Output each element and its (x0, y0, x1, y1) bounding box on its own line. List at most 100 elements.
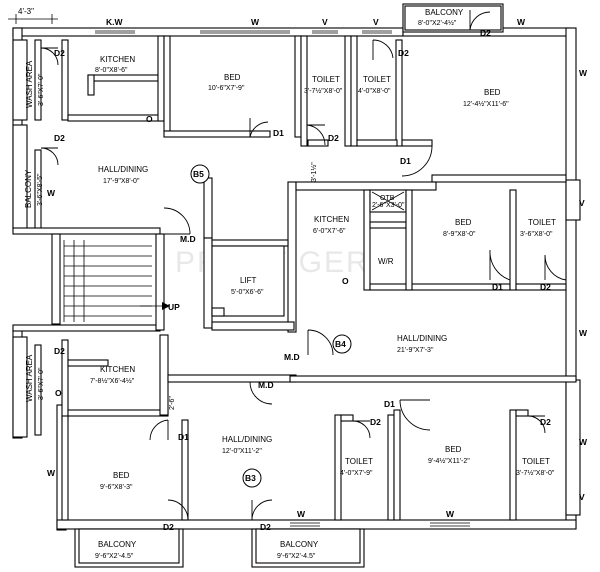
opening-o: O (55, 388, 62, 398)
flat-marker-b3: B3 (245, 473, 256, 483)
hall-b4-dim: 21'-9"X7'-3" (397, 347, 434, 354)
balcony-b3a-dim: 9'-6"X2'-4.5" (95, 553, 134, 560)
wash-b5-name: WASH AREA (25, 60, 34, 108)
kitchen-b4-dim: 6'-0"X7'-6" (313, 228, 346, 235)
door-d2: D2 (370, 417, 381, 427)
toilet-b5-dim: 3'-7½"X8'-0" (304, 87, 343, 95)
toilet-b3b-name: TOILET (522, 457, 550, 466)
bed-b3b-name: BED (445, 445, 462, 454)
main-door: M.D (258, 380, 274, 390)
toilet-b4b-dim: 3'-6"X8'-0" (520, 231, 553, 238)
wash-b5-dim: 3'-6"X7'-0" (38, 73, 45, 106)
balcony-b3a-name: BALCONY (98, 540, 137, 549)
lift-dim: 5'-0"X6'-6" (231, 289, 264, 296)
kitchen-b3-dim: 7'-8½"X6'-4½" (90, 377, 135, 385)
hall-b5-dim: 17'-9"X8'-0" (103, 178, 140, 185)
balcony-b3b-name: BALCONY (280, 540, 319, 549)
lift-name: LIFT (240, 276, 257, 285)
door-d2: D2 (54, 346, 65, 356)
window-mark: W (47, 188, 56, 198)
balcony-b3b-dim: 9'-6"X2'-4.5" (277, 553, 316, 560)
door-d1: D1 (178, 432, 189, 442)
flat-markers: B5 B4 B3 (190, 164, 352, 488)
balcony-top (402, 3, 504, 33)
window-mark: W (47, 468, 56, 478)
corridor-dim-lower: 2'-6" (169, 396, 176, 410)
flat-marker-b4: B4 (335, 339, 346, 349)
door-d2: D2 (540, 282, 551, 292)
ventilator-mark: V (579, 198, 585, 208)
svg-text:4'-3": 4'-3" (18, 7, 34, 16)
window-mark: W (579, 68, 588, 78)
window-mark: W (579, 328, 588, 338)
door-d2: D2 (398, 48, 409, 58)
hall-b4-name: HALL/DINING (397, 334, 447, 343)
bed-b4-master-dim: 12'-4½"X11'-6" (463, 100, 509, 108)
door-d2: D2 (540, 417, 551, 427)
window-mark: W (297, 509, 306, 519)
kitchen-b5-dim: 8'-0"X8'-6" (95, 67, 128, 74)
bed-b5-name: BED (224, 73, 241, 82)
lift (211, 245, 285, 317)
wash-area-b5-wall (12, 39, 28, 121)
ventilator-mark: V (579, 492, 585, 502)
hall-b3-dim: 12'-0"X11'-2" (222, 448, 262, 455)
corridor-dim-upper: 3'-1½" (310, 162, 318, 182)
toilet-b4a-dim: 4'-0"X8'-0" (358, 88, 391, 95)
window-mark: W (446, 509, 455, 519)
toilet-b3a-dim: 4'-0"X7'-9" (340, 470, 373, 477)
window-mark: W (517, 17, 526, 27)
balcony-top-dim: 8'-0"X2'-4½" (418, 19, 457, 27)
opening-markers: K.W W V V W W V W W V W W W W O O O D2 D… (47, 17, 588, 532)
hall-b5-name: HALL/DINING (98, 165, 148, 174)
bed-b4-name: BED (455, 218, 472, 227)
kitchen-b5-name: KITCHEN (100, 55, 135, 64)
main-door: M.D (180, 234, 196, 244)
balcony-top-name: BALCONY (425, 8, 464, 17)
wash-b3-name: WASH AREA (25, 354, 34, 402)
up-label: UP (168, 302, 180, 312)
door-d2: D2 (260, 522, 271, 532)
bed-b3-dim: 9'-6"X8'-3" (100, 484, 133, 491)
door-d2: D2 (328, 133, 339, 143)
bed-b4-master-name: BED (484, 88, 501, 97)
flat-marker-b5: B5 (193, 169, 204, 179)
door-swings (40, 10, 567, 521)
otb-name: OTB (380, 195, 395, 202)
window-mark: W (579, 437, 588, 447)
bed-b3-name: BED (113, 471, 130, 480)
opening-o: O (342, 276, 349, 286)
top-dimension: 4'-3" (8, 7, 58, 24)
door-d1: D1 (273, 128, 284, 138)
main-door: M.D (284, 352, 300, 362)
balcony-b5-dim: 3'-6"X8'-5" (37, 173, 44, 206)
ventilator-mark: V (373, 17, 379, 27)
otb-dim: 2'-6"X3'-0" (372, 202, 405, 209)
balcony-bottom (74, 528, 365, 568)
windows-bottom (290, 522, 470, 527)
toilet-b3b-dim: 3'-7½"X8'-0" (516, 469, 555, 477)
toilet-b4b-name: TOILET (528, 218, 556, 227)
hall-b3-name: HALL/DINING (222, 435, 272, 444)
bed-b5-dim: 10'-6"X7'-9" (208, 85, 245, 92)
toilet-b4a-name: TOILET (363, 75, 391, 84)
room-labels: KITCHEN 8'-0"X8'-6" WASH AREA 3'-6"X7'-0… (24, 8, 556, 560)
kitchen-b3-name: KITCHEN (100, 365, 135, 374)
door-d1: D1 (384, 399, 395, 409)
windows-top (95, 30, 392, 34)
staircase (12, 227, 170, 332)
door-d2: D2 (54, 133, 65, 143)
balcony-b5-name: BALCONY (24, 169, 33, 208)
kitchen-b4-name: KITCHEN (314, 215, 349, 224)
wr-name: W/R (378, 257, 394, 266)
bed-b4-dim: 8'-9"X8'-0" (443, 231, 476, 238)
kitchen-window-mark: K.W (106, 17, 124, 27)
door-d2: D2 (480, 28, 491, 38)
wash-b3-dim: 3'-6"X7'-0" (38, 367, 45, 400)
door-d1: D1 (400, 156, 411, 166)
bed-b3b-dim: 9'-4½"X11'-2" (428, 457, 470, 465)
door-d2: D2 (163, 522, 174, 532)
door-d1: D1 (492, 282, 503, 292)
